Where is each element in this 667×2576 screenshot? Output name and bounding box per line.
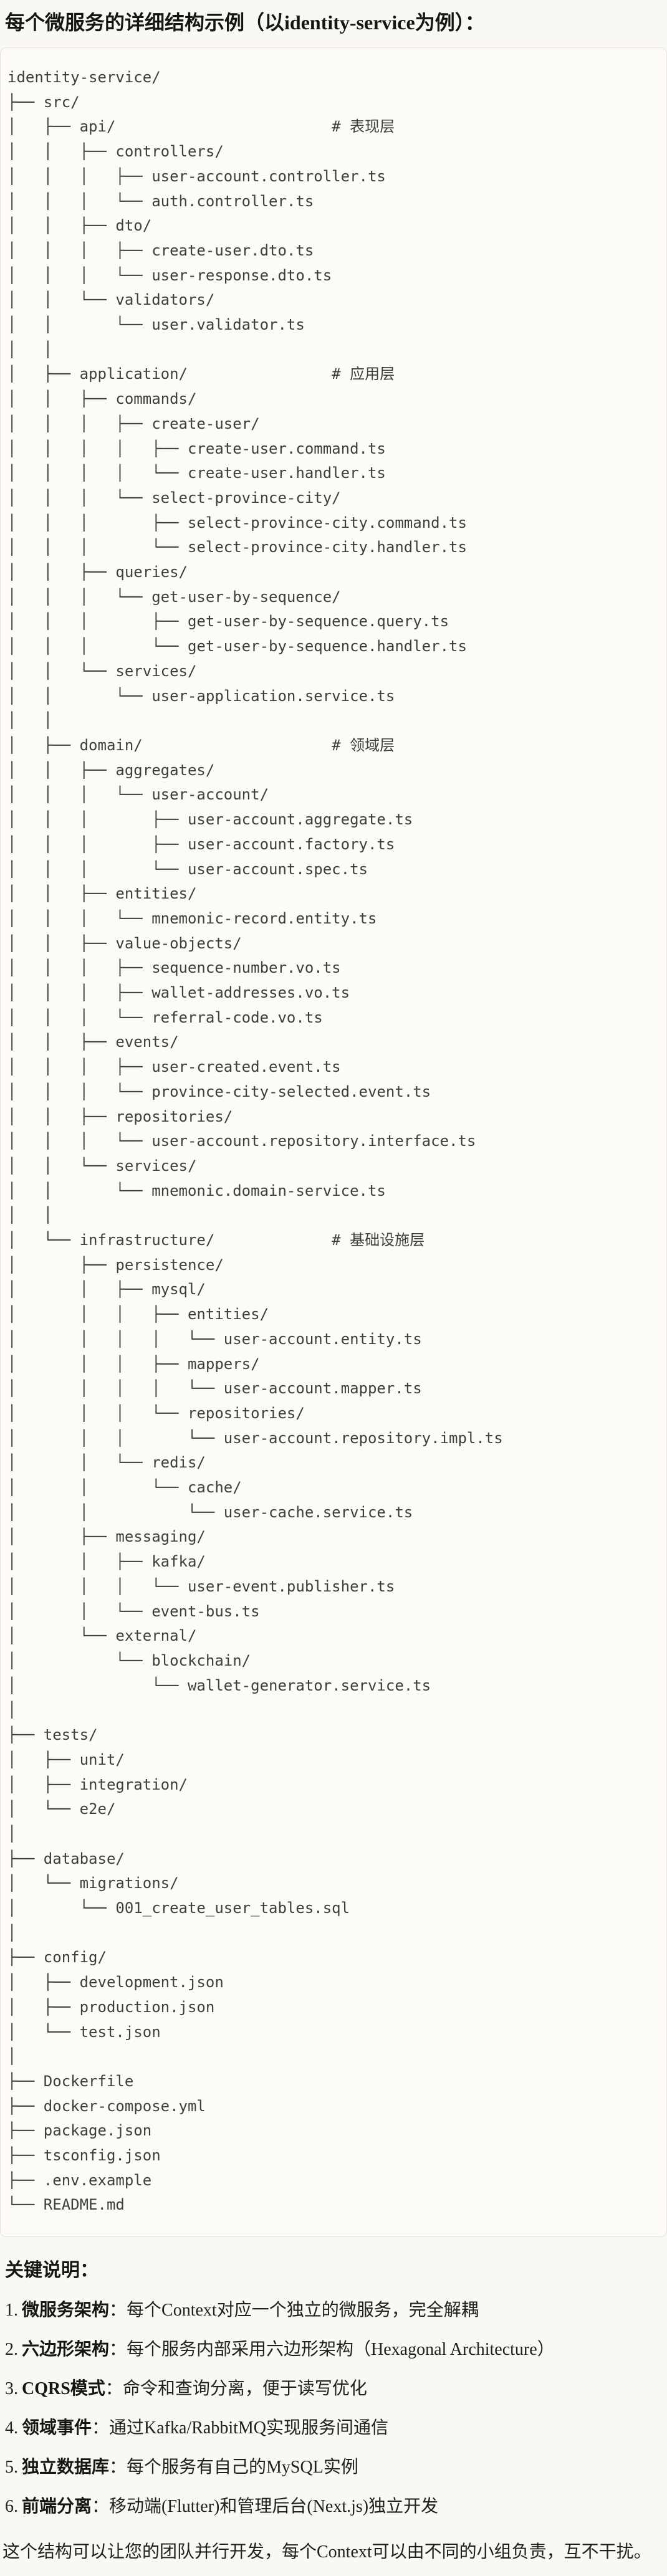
note-item: 2.六边形架构：每个服务内部采用六边形架构（Hexagonal Architec… bbox=[5, 2339, 662, 2361]
note-item: 6.前端分离：移动端(Flutter)和管理后台(Next.js)独立开发 bbox=[5, 2496, 662, 2518]
note-item: 3.CQRS模式：命令和查询分离，便于读写优化 bbox=[5, 2378, 662, 2400]
page-title: 每个微服务的详细结构示例（以identity-service为例）： bbox=[5, 11, 485, 34]
note-colon: ： bbox=[92, 2418, 110, 2438]
closing-paragraph: 这个结构可以让您的团队并行开发，每个Context可以由不同的小组负责，互不干扰… bbox=[2, 2542, 651, 2562]
note-number: 2. bbox=[5, 2340, 18, 2360]
directory-tree: identity-service/ ├── src/ │ ├── api/ # … bbox=[7, 69, 503, 2214]
note-label: CQRS模式 bbox=[22, 2379, 105, 2399]
note-item: 5.独立数据库：每个服务有自己的MySQL实例 bbox=[5, 2456, 662, 2479]
note-label: 微服务架构 bbox=[22, 2301, 110, 2321]
note-number: 4. bbox=[5, 2418, 18, 2438]
note-number: 1. bbox=[5, 2301, 18, 2321]
note-colon: ： bbox=[105, 2379, 123, 2399]
note-colon: ： bbox=[109, 2458, 127, 2478]
note-item: 1.微服务架构：每个Context对应一个独立的微服务，完全解耦 bbox=[5, 2299, 662, 2322]
code-block: identity-service/ ├── src/ │ ├── api/ # … bbox=[0, 47, 667, 2238]
note-label: 六边形架构 bbox=[22, 2340, 110, 2360]
note-text: 移动端(Flutter)和管理后台(Next.js)独立开发 bbox=[109, 2497, 439, 2517]
note-number: 5. bbox=[5, 2458, 18, 2478]
note-colon: ： bbox=[109, 2301, 127, 2321]
note-text: 通过Kafka/RabbitMQ实现服务间通信 bbox=[109, 2418, 388, 2438]
note-text: 命令和查询分离，便于读写优化 bbox=[122, 2379, 367, 2399]
note-number: 6. bbox=[5, 2497, 18, 2517]
notes-list: 1.微服务架构：每个Context对应一个独立的微服务，完全解耦 2.六边形架构… bbox=[0, 2299, 667, 2518]
note-text: 每个服务有自己的MySQL实例 bbox=[127, 2458, 358, 2478]
note-colon: ： bbox=[109, 2340, 127, 2360]
note-text: 每个Context对应一个独立的微服务，完全解耦 bbox=[127, 2301, 479, 2321]
note-number: 3. bbox=[5, 2379, 18, 2399]
note-item: 4.领域事件：通过Kafka/RabbitMQ实现服务间通信 bbox=[5, 2417, 662, 2440]
note-label: 前端分离 bbox=[22, 2497, 92, 2517]
note-label: 独立数据库 bbox=[22, 2458, 110, 2478]
note-label: 领域事件 bbox=[22, 2418, 92, 2438]
note-text: 每个服务内部采用六边形架构（Hexagonal Architecture） bbox=[127, 2340, 555, 2360]
note-colon: ： bbox=[92, 2497, 110, 2517]
notes-heading: 关键说明： bbox=[5, 2260, 98, 2281]
